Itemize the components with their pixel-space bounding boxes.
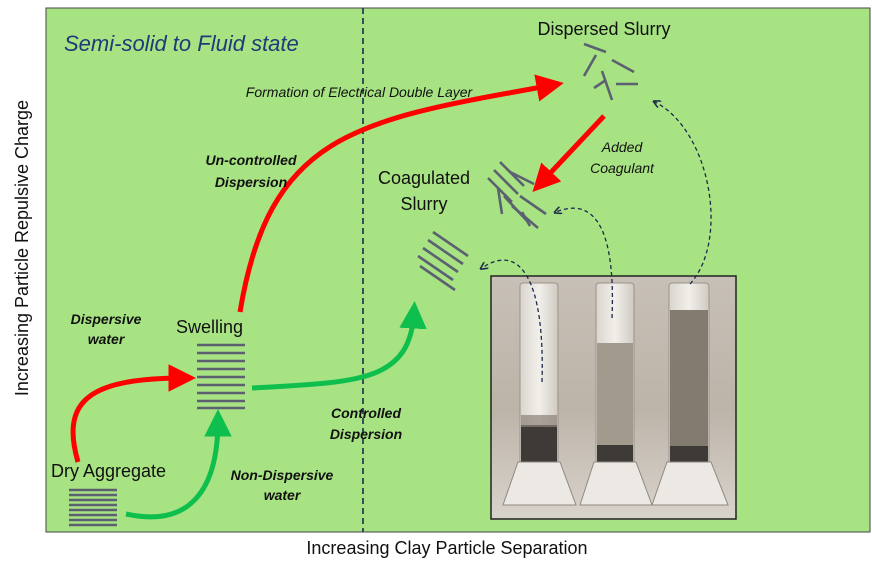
double-layer-label: Formation of Electrical Double Layer xyxy=(246,84,474,100)
dispersive-water-arrow xyxy=(70,364,196,463)
non-dispersive-water-arrow xyxy=(125,409,232,520)
coagulated-label-line2: Slurry xyxy=(400,194,447,214)
swelling-label: Swelling xyxy=(176,317,243,337)
dry-aggregate-label: Dry Aggregate xyxy=(51,461,166,481)
dry-aggregate-particles xyxy=(69,488,117,527)
dispersive-water-label-line1: Dispersive xyxy=(71,311,142,327)
coagulated-label-line1: Coagulated xyxy=(378,168,470,188)
pointer-cylinder2-to-coagulated xyxy=(556,208,614,319)
x-axis-label: Increasing Clay Particle Separation xyxy=(306,538,587,558)
pointer-cylinder1-to-stack xyxy=(482,259,543,383)
cylinder-2 xyxy=(579,282,653,506)
controlled-dispersion-label-line1: Controlled xyxy=(331,405,401,421)
controlled-dispersion-label-line2: Dispersion xyxy=(330,426,402,442)
non-dispersive-water-label-line1: Non-Dispersive xyxy=(231,467,334,483)
added-coagulant-label-line1: Added xyxy=(601,139,644,155)
uncontrolled-dispersion-label-line2: Dispersion xyxy=(215,174,287,190)
coagulated-cluster-particles xyxy=(487,161,547,229)
cylinder-1 xyxy=(502,282,577,506)
y-axis-label: Increasing Particle Repulsive Charge xyxy=(12,100,32,396)
dispersive-water-label-line2: water xyxy=(88,331,126,347)
swelling-particles xyxy=(197,343,245,410)
pointer-cylinder3-to-dispersed xyxy=(655,102,712,285)
coagulated-stack-particles xyxy=(417,230,469,292)
added-coagulant-arrow xyxy=(532,114,606,193)
controlled-dispersion-arrow xyxy=(251,301,427,391)
uncontrolled-dispersion-arrow xyxy=(237,74,564,313)
uncontrolled-dispersion-label-line1: Un-controlled xyxy=(206,152,297,168)
non-dispersive-water-label-line2: water xyxy=(264,487,302,503)
dispersed-slurry-label: Dispersed Slurry xyxy=(537,19,670,39)
added-coagulant-label-line2: Coagulant xyxy=(590,160,655,176)
dispersed-particles xyxy=(582,42,638,101)
cylinders-photo xyxy=(490,275,737,520)
cylinder-3 xyxy=(651,282,729,506)
diagram-title: Semi-solid to Fluid state xyxy=(64,31,299,56)
